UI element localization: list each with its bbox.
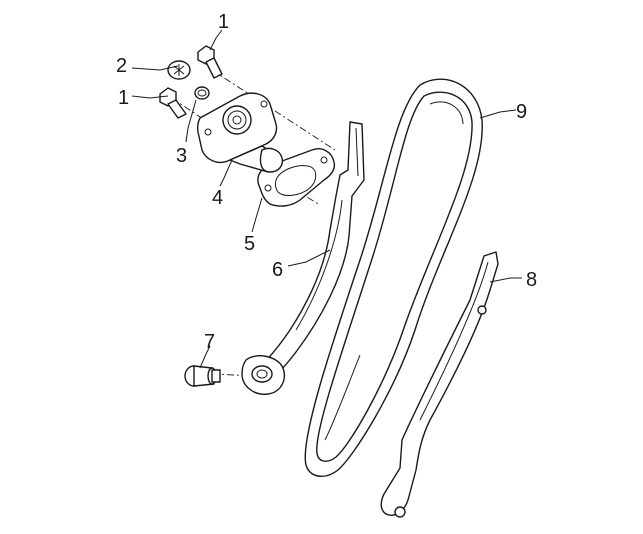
chain-guide <box>380 251 499 518</box>
callout-6-tensioner-guide: 6 <box>272 259 283 281</box>
callout-7-pivot-bolt: 7 <box>204 331 215 353</box>
callout-1-lower-bolt: 1 <box>118 87 129 109</box>
callout-9-cam-chain: 9 <box>516 101 527 123</box>
callout-5-gasket: 5 <box>244 233 255 255</box>
tensioner-body <box>196 92 284 173</box>
callout-2-cap: 2 <box>116 55 127 77</box>
callout-1-upper-bolt: 1 <box>218 11 229 33</box>
bolt-upper <box>197 45 223 79</box>
tensioner-guide <box>241 121 365 395</box>
callout-4-tensioner-body: 4 <box>212 187 223 209</box>
cap-plug <box>167 60 191 80</box>
callout-labels: 1 2 1 3 4 5 6 7 8 9 <box>116 11 537 353</box>
o-ring <box>194 86 210 100</box>
cam-chain <box>304 78 483 477</box>
callout-3-o-ring: 3 <box>176 145 187 167</box>
pivot-bolt <box>184 365 221 387</box>
leader-lines <box>131 29 522 369</box>
bolt-lower <box>159 87 187 119</box>
callout-8-chain-guide: 8 <box>526 269 537 291</box>
